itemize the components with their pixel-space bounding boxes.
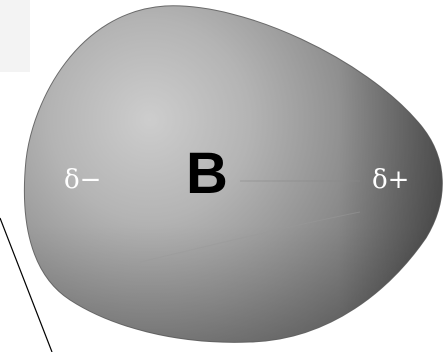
partial-positive-charge-label: δ+ [372, 165, 410, 195]
corner-shade [0, 0, 30, 72]
molecule-body-bottom-shade [24, 5, 443, 343]
surface-seam-lower [139, 211, 361, 263]
center-label: B [186, 141, 228, 206]
leader-line [0, 217, 53, 352]
partial-negative-charge-label: δ− [64, 165, 102, 195]
